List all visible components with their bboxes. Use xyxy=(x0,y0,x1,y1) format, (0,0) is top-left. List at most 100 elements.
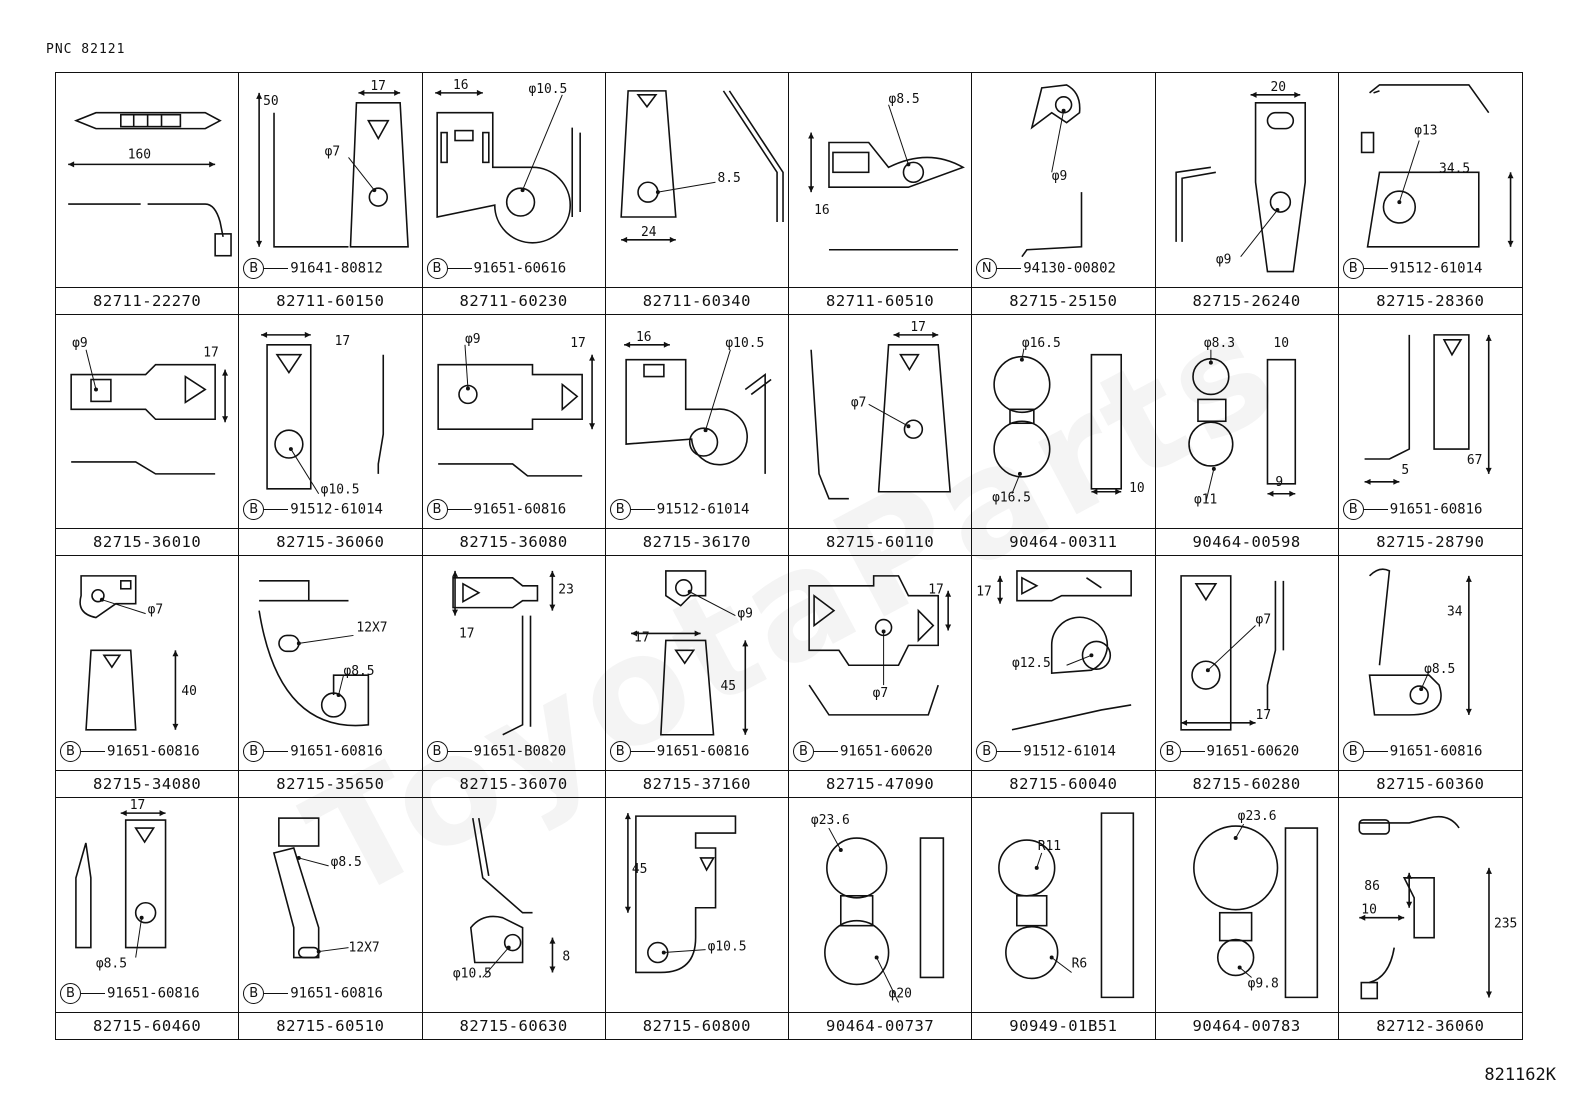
dimension-label: φ7 xyxy=(851,395,867,410)
leader-line xyxy=(630,750,655,752)
part-number-label[interactable]: 82715-28360 xyxy=(1338,286,1522,314)
leader-line xyxy=(1363,267,1388,269)
part-illustration: φ23.6 φ9.8 xyxy=(1156,798,1338,1013)
dimension-label: φ8.5 xyxy=(331,854,362,869)
dimension-label: 67 xyxy=(1467,452,1483,467)
part-number-label[interactable]: 82715-47090 xyxy=(789,769,972,797)
part-number-label[interactable]: 90464-00311 xyxy=(972,528,1155,555)
dimension-label: 45 xyxy=(632,861,648,876)
leader-line xyxy=(1363,750,1388,752)
part-number-label[interactable]: 82715-34080 xyxy=(56,769,239,797)
part-illustration: φ23.6 φ20 xyxy=(789,798,971,1013)
part-number-label[interactable]: 82711-60340 xyxy=(605,286,788,314)
dimension-label: 10 xyxy=(1129,480,1145,495)
part-number-label[interactable]: 82715-36070 xyxy=(422,769,605,797)
part-number-label[interactable]: 82715-60360 xyxy=(1338,769,1522,797)
dimension-label: 17 xyxy=(371,79,387,94)
leader-line xyxy=(1363,509,1388,510)
part-number-label[interactable]: 82715-28790 xyxy=(1338,528,1522,555)
part-illustration: 17 φ10.5 xyxy=(239,315,421,529)
fastener-part-number: 91641-80812 xyxy=(290,260,383,276)
dimension-label: R11 xyxy=(1038,838,1061,853)
fastener-marker: B xyxy=(426,740,448,762)
fastener-part-number: 91512-61014 xyxy=(1389,260,1483,276)
part-number-label[interactable]: 90464-00737 xyxy=(789,1012,972,1039)
part-cell: 86 10 235 82712-36060 xyxy=(1338,798,1522,1040)
part-number-label[interactable]: 82715-60460 xyxy=(56,1012,239,1039)
leader-line xyxy=(447,750,472,752)
dimension-label: 17 xyxy=(928,583,944,598)
leader-line xyxy=(264,267,289,269)
dimension-label: 23 xyxy=(558,583,574,598)
pnc-label: PNC 82121 xyxy=(46,42,126,57)
part-number-label[interactable]: 82715-60800 xyxy=(605,1012,788,1039)
dimension-label: φ10.5 xyxy=(707,939,746,954)
part-number-label[interactable]: 82712-36060 xyxy=(1338,1012,1522,1039)
part-number-label[interactable]: 82715-60040 xyxy=(972,769,1155,797)
part-number-label[interactable]: 82715-60280 xyxy=(1155,769,1338,797)
part-illustration: φ8.5 34 xyxy=(1339,556,1522,770)
part-number-label[interactable]: 82715-35650 xyxy=(239,769,422,797)
fastener-marker: B xyxy=(243,257,265,279)
fastener-marker: B xyxy=(426,257,448,279)
leader-line xyxy=(814,750,838,752)
part-number-label[interactable]: 82715-36080 xyxy=(422,528,605,555)
part-number-label[interactable]: 82715-36170 xyxy=(605,528,788,555)
part-number-label[interactable]: 82715-60630 xyxy=(422,1012,605,1039)
part-illustration: 12X7 φ8.5 xyxy=(239,556,421,770)
part-number-label[interactable]: 82715-36010 xyxy=(56,528,239,555)
part-number-label[interactable]: 82715-26240 xyxy=(1155,286,1338,314)
part-number-label[interactable]: 82711-60150 xyxy=(239,286,422,314)
dimension-label: 10 xyxy=(1361,902,1377,917)
part-illustration: φ13 34.5 xyxy=(1339,73,1522,287)
dimension-label: 10 xyxy=(1273,335,1289,350)
part-number-label[interactable]: 90464-00783 xyxy=(1155,1012,1338,1039)
part-number-label[interactable]: 82711-22270 xyxy=(56,286,239,314)
leader-line xyxy=(997,267,1022,269)
part-number-label[interactable]: 82715-60510 xyxy=(239,1012,422,1039)
dimension-label: 24 xyxy=(641,225,657,240)
dimension-label: φ20 xyxy=(889,986,912,1001)
part-number-label[interactable]: 82715-37160 xyxy=(605,769,788,797)
dimension-label: 40 xyxy=(181,684,197,699)
dimension-label: φ9 xyxy=(1052,169,1068,184)
dimension-label: φ8.5 xyxy=(889,92,920,107)
part-number-label[interactable]: 82715-25150 xyxy=(972,286,1155,314)
part-number-label[interactable]: 82711-60230 xyxy=(422,286,605,314)
fastener-part-number: 91651-60816 xyxy=(107,985,200,1002)
part-cell: φ9 17 82715-36010 xyxy=(56,314,240,556)
part-number-label[interactable]: 82711-60510 xyxy=(789,286,972,314)
dimension-label: φ11 xyxy=(1193,492,1216,507)
fastener-marker: B xyxy=(60,740,81,762)
fastener-marker: B xyxy=(1342,740,1364,762)
dimension-label: 12X7 xyxy=(349,940,380,955)
part-cell: 160 82711-22270 xyxy=(56,73,240,315)
dimension-label: 16 xyxy=(453,78,469,93)
dimension-label: 16 xyxy=(814,203,830,218)
part-number-label[interactable]: 90949-01B51 xyxy=(972,1012,1155,1039)
part-illustration: φ8.5 12X7 xyxy=(239,798,421,1013)
part-number-label[interactable]: 82715-36060 xyxy=(239,528,422,555)
dimension-label: φ7 xyxy=(148,603,164,618)
part-number-label[interactable]: 82715-60110 xyxy=(789,528,972,555)
part-number-label[interactable]: 90464-00598 xyxy=(1155,528,1338,555)
part-illustration: 45 φ10.5 xyxy=(606,798,788,1013)
dimension-label: 17 xyxy=(335,333,351,348)
fastener-part-number: 91651-60620 xyxy=(840,743,933,759)
fastener-part-number: 91651-60816 xyxy=(1389,743,1483,759)
part-illustration: 17 φ7 xyxy=(789,315,971,529)
part-illustration: R11 R6 xyxy=(972,798,1154,1013)
part-illustration: φ9 xyxy=(972,73,1154,287)
